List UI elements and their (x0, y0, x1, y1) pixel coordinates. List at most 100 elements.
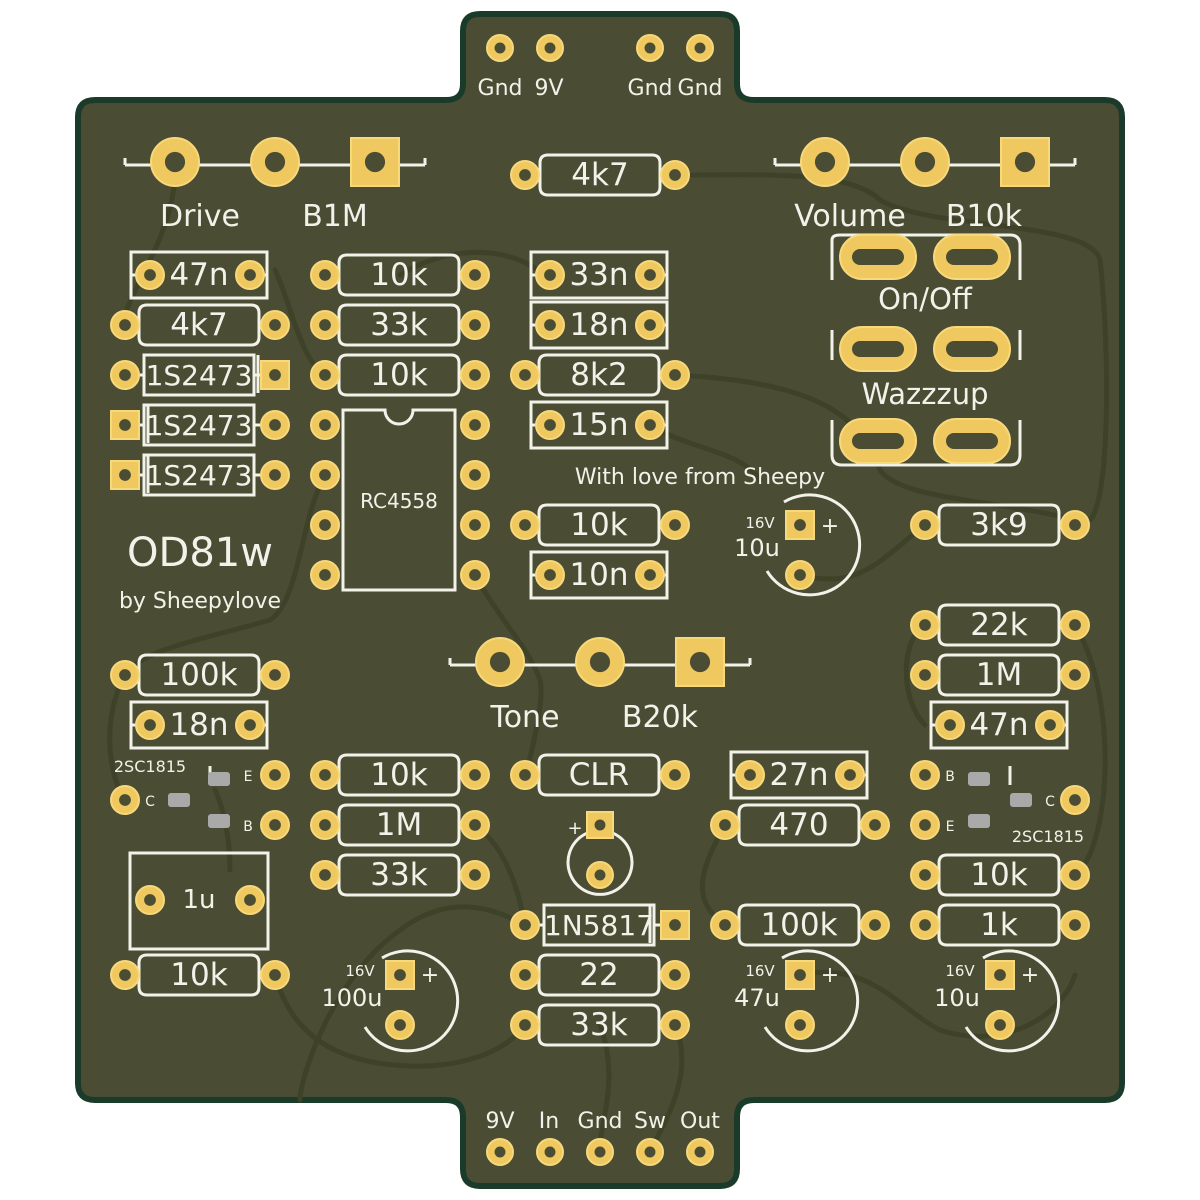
component-value-r4k7_top: 4k7 (571, 157, 628, 193)
pad-hole (669, 169, 681, 181)
transistor-pads (168, 772, 1032, 828)
pad-hole (469, 319, 481, 331)
component-value-r10k_l: 10k (170, 957, 227, 993)
pot-volume-value: B10k (946, 199, 1023, 234)
connector-top-gnd-1: Gnd (478, 76, 523, 101)
resistor-outline (737, 903, 861, 947)
component-value-c18n_b: 18n (169, 707, 228, 743)
connector-bottom-out: Out (680, 1109, 720, 1134)
pad-hole (994, 969, 1006, 981)
pad-hole (669, 369, 681, 381)
connector-top-9v: 9V (534, 76, 563, 101)
component-value-r10k_c: 10k (570, 507, 627, 543)
ecap-1-value: 10u (734, 534, 780, 562)
component-value-r10k_r: 10k (970, 857, 1027, 893)
pad-hole (644, 319, 656, 331)
resistor-outline (337, 853, 461, 897)
pad-hole (119, 794, 131, 806)
resistor-outline (537, 1003, 661, 1047)
pad-hole (119, 969, 131, 981)
component-value-d3: 1S2473 (146, 459, 253, 492)
transistor-right-label: 2SC1815 (1012, 827, 1084, 846)
pad-hole (494, 42, 506, 54)
switch-label-wazzzup: Wazzzup (861, 377, 988, 411)
component-value-r1M_m: 1M (376, 807, 422, 843)
pad-hole (494, 1146, 506, 1158)
pot-drive-label: Drive (160, 199, 240, 234)
component-value-c33n: 33n (569, 257, 628, 293)
component-value-r10k_b: 10k (370, 357, 427, 393)
pad-hole (544, 269, 556, 281)
pad-hole (669, 769, 681, 781)
component-value-r33k_c: 33k (570, 1007, 627, 1043)
pad-hole (694, 1146, 706, 1158)
pad-hole (519, 769, 531, 781)
pad-hole (319, 869, 331, 881)
pad-square[interactable] (260, 360, 290, 390)
transistor-left-b: B (243, 819, 253, 835)
pot-volume-label: Volume (794, 199, 906, 234)
resistor-outline (137, 953, 261, 997)
resistor-outline (937, 603, 1061, 647)
pad-hole (364, 151, 386, 173)
pad-hole (844, 769, 856, 781)
ecap-2-value: 100u (321, 984, 382, 1012)
resistor-outline (337, 753, 461, 797)
component-value-d2: 1S2473 (146, 409, 253, 442)
resistor-outline (137, 303, 261, 347)
pad-hole (544, 1146, 556, 1158)
pad-hole (244, 719, 256, 731)
transistor-right-c: C (1045, 794, 1055, 810)
resistor-outline (538, 153, 662, 197)
pad-hole (544, 319, 556, 331)
pad-hole (264, 151, 286, 173)
pad-hole (469, 419, 481, 431)
pad-hole (394, 969, 406, 981)
resistor-outline (337, 303, 461, 347)
pad-square[interactable] (110, 460, 140, 490)
resistor-outline (537, 953, 661, 997)
ecap-3-voltage: 16V (745, 962, 775, 980)
connector-bottom-in: In (539, 1109, 559, 1134)
pad-hole (394, 1019, 406, 1031)
component-value-r470: 470 (769, 807, 828, 843)
pad-hole (469, 369, 481, 381)
pad-hole (164, 151, 186, 173)
pad-hole (519, 1019, 531, 1031)
pad-hole (919, 769, 931, 781)
board-dedication: With love from Sheepy (575, 465, 825, 490)
component-value-r22k: 22k (970, 607, 1027, 643)
resistor-outline (337, 803, 461, 847)
pad-hole (469, 469, 481, 481)
pad-hole (644, 419, 656, 431)
pad-hole (1014, 151, 1036, 173)
pad-hole (269, 319, 281, 331)
ecap-4-voltage: 16V (945, 962, 975, 980)
pad-hole (594, 869, 606, 881)
transistor-right-e: E (946, 819, 955, 835)
component-value-r100k_m: 100k (760, 907, 837, 943)
pad-hole (469, 769, 481, 781)
pad-hole (689, 651, 711, 673)
pad-hole (669, 519, 681, 531)
pad-hole (719, 819, 731, 831)
pad-hole (469, 819, 481, 831)
pad-hole (519, 169, 531, 181)
pad-hole (919, 869, 931, 881)
pad-hole (319, 769, 331, 781)
component-value-rCLR: CLR (569, 757, 629, 793)
pad-hole (319, 819, 331, 831)
pad-hole (594, 819, 606, 831)
pad-hole (119, 669, 131, 681)
pad-hole (119, 319, 131, 331)
film-cap-label: 1u (182, 885, 215, 915)
transistor-left-c: C (145, 794, 155, 810)
pad-hole (469, 869, 481, 881)
pad-hole (269, 469, 281, 481)
component-value-d1n5817: 1N5817 (544, 909, 654, 942)
pad-hole (919, 919, 931, 931)
pad-hole (269, 419, 281, 431)
pad-hole (319, 469, 331, 481)
resistor-outline (537, 353, 661, 397)
